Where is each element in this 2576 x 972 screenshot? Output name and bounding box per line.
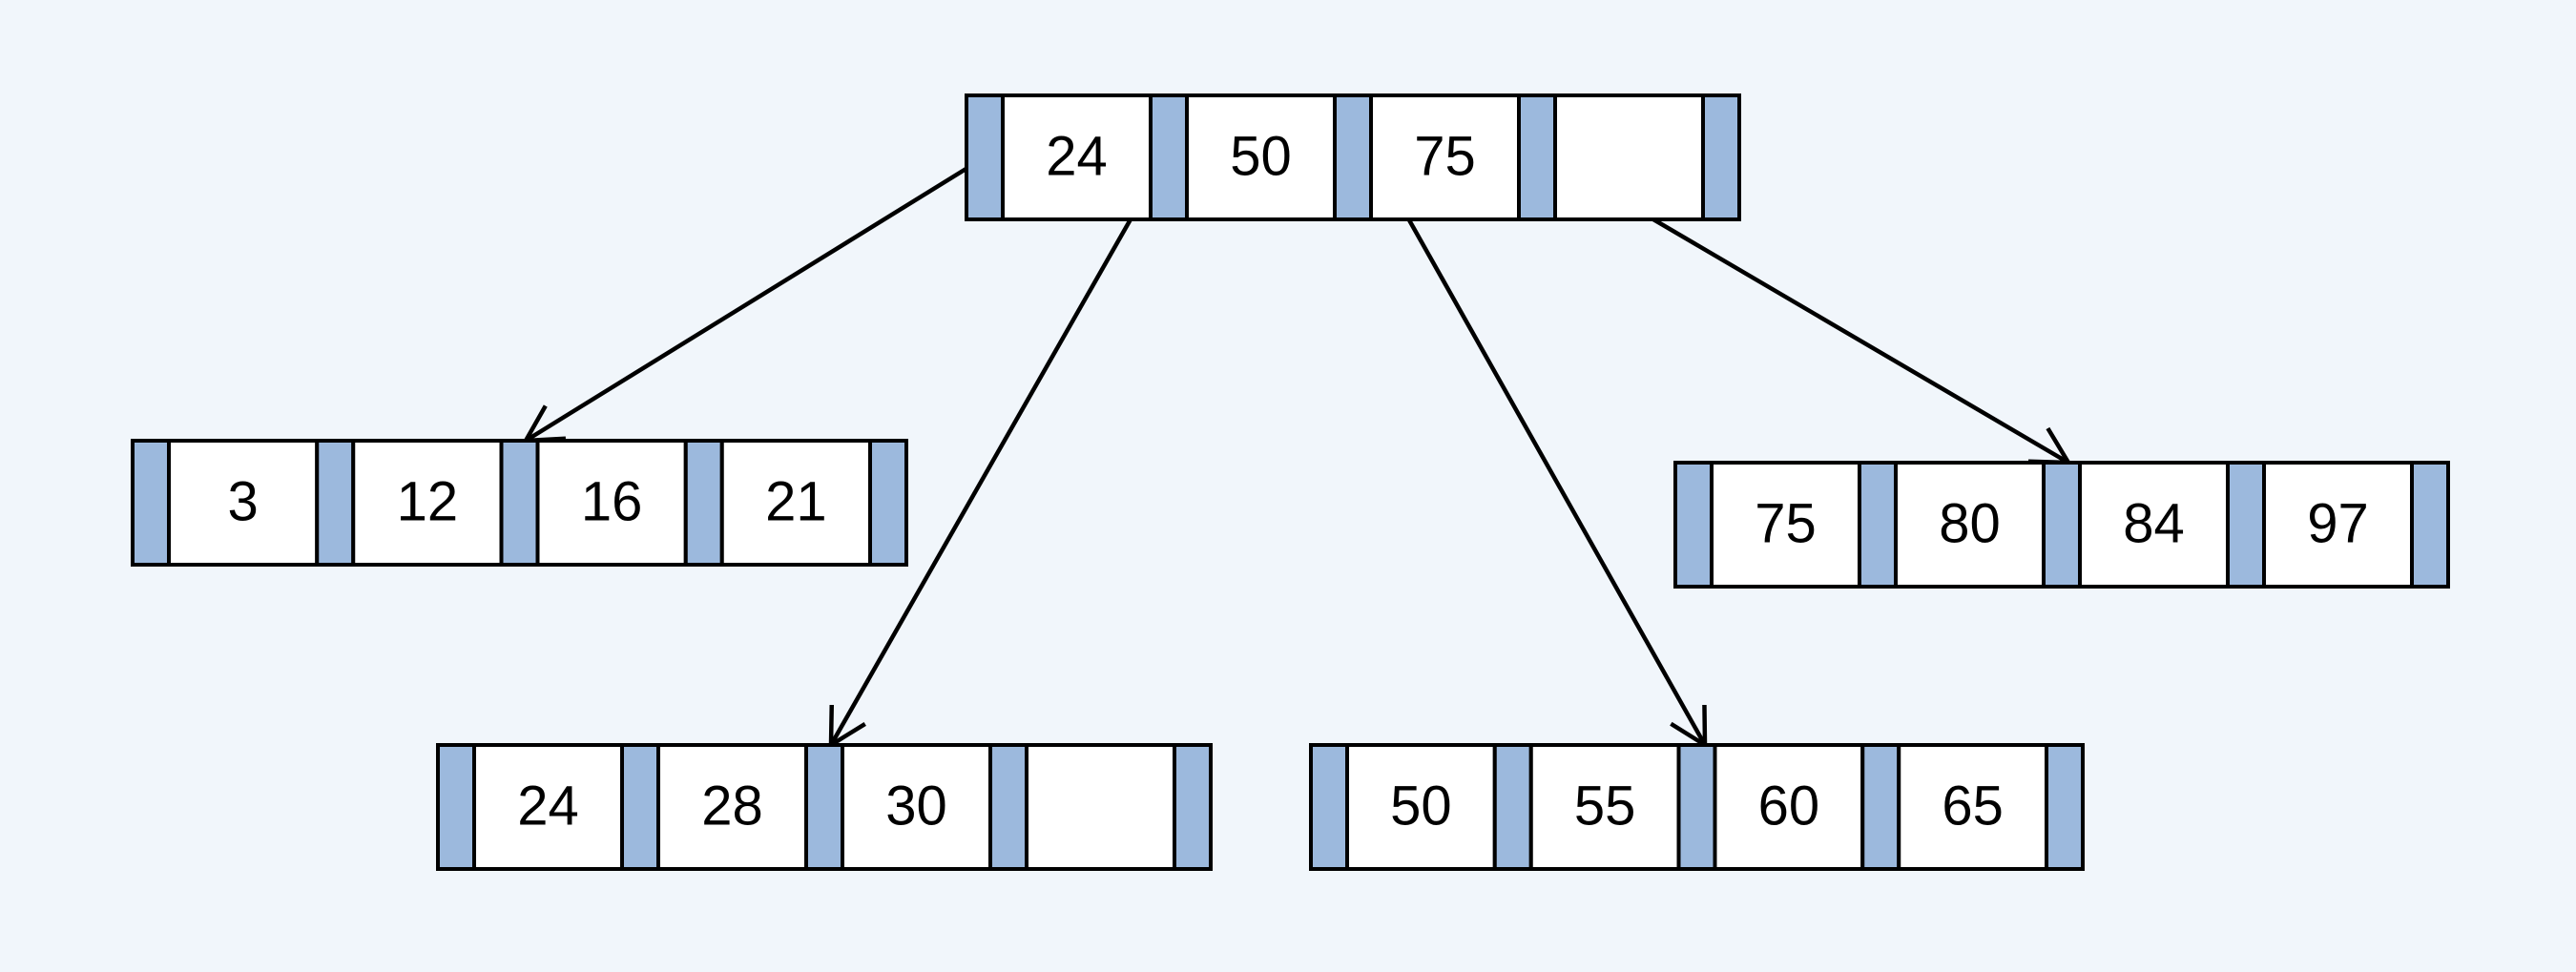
key-cell-1[interactable] [656,743,808,871]
btree-edge-edge-root-p2-leaf3 [1372,155,1708,750]
pointer-cell-4[interactable] [2045,743,2085,871]
pointer-cell-4[interactable] [868,439,908,567]
key-label: 3 [227,470,258,532]
pointer-cell-1[interactable] [1149,93,1189,221]
pointer-cell-3[interactable] [2226,461,2266,589]
pointer-cell-1[interactable] [620,743,660,871]
key-label: 97 [2307,492,2369,554]
key-cell-0[interactable] [1001,93,1153,221]
key-cell-3[interactable] [1025,743,1176,871]
edge-line [829,155,1168,747]
key-label: 75 [1414,125,1476,187]
key-label: 50 [1230,125,1292,187]
edge-line [1372,155,1707,747]
key-cell-3[interactable] [1897,743,2048,871]
key-label: 80 [1939,492,2001,554]
key-label: 28 [701,775,763,837]
nodes-layer: 24 50 75 3 12 16 21 24 28 30 50 55 60 65 75 80 84 97 [131,93,2450,871]
pointer-cell-4[interactable] [1173,743,1213,871]
key-label: 75 [1755,492,1817,554]
key-label: 50 [1390,775,1452,837]
key-cell-2[interactable] [535,439,688,567]
key-cell-1[interactable] [351,439,504,567]
pointer-cell-2[interactable] [1676,743,1717,871]
key-label: 24 [517,775,579,837]
key-cell-3[interactable] [719,439,872,567]
pointer-cell-0[interactable] [436,743,476,871]
btree-node-leaf-3[interactable]: 50 55 60 65 [1309,743,2085,871]
pointer-cell-2[interactable] [2042,461,2082,589]
key-cell-2[interactable] [841,743,992,871]
edge-line [524,155,987,443]
btree-node-leaf-2[interactable]: 24 28 30 [436,743,1213,871]
key-label: 30 [885,775,947,837]
pointer-cell-4[interactable] [1701,93,1741,221]
pointer-cell-3[interactable] [1517,93,1557,221]
pointer-cell-4[interactable] [2410,461,2450,589]
key-label: 16 [581,470,643,532]
pointer-cell-2[interactable] [1333,93,1373,221]
key-cell-0[interactable] [167,439,320,567]
key-label: 65 [1942,775,2004,837]
key-label: 55 [1574,775,1636,837]
pointer-cell-1[interactable] [1858,461,1898,589]
pointer-cell-2[interactable] [804,743,844,871]
btree-node-root[interactable]: 24 50 75 [965,93,1741,221]
key-cell-2[interactable] [2078,461,2230,589]
pointer-cell-0[interactable] [1673,461,1714,589]
btree-edge-edge-root-p0-leaf1 [522,155,987,444]
key-label: 12 [397,470,459,532]
key-label: 21 [765,470,827,532]
key-cell-1[interactable] [1528,743,1681,871]
pointer-cell-3[interactable] [988,743,1028,871]
btree-node-leaf-1[interactable]: 3 12 16 21 [131,439,908,567]
pointer-cell-1[interactable] [315,439,356,567]
key-cell-3[interactable] [2262,461,2414,589]
pointer-cell-3[interactable] [1860,743,1901,871]
key-cell-0[interactable] [1345,743,1497,871]
pointer-cell-1[interactable] [1492,743,1533,871]
pointer-cell-3[interactable] [683,439,724,567]
key-cell-0[interactable] [472,743,624,871]
key-cell-3[interactable] [1553,93,1705,221]
key-label: 60 [1758,775,1820,837]
btree-node-leaf-4[interactable]: 75 80 84 97 [1673,461,2450,589]
key-cell-2[interactable] [1713,743,1865,871]
key-label: 84 [2123,492,2185,554]
key-cell-0[interactable] [1710,461,1861,589]
pointer-cell-0[interactable] [131,439,171,567]
pointer-cell-0[interactable] [1309,743,1349,871]
pointer-cell-2[interactable] [499,439,540,567]
pointer-cell-0[interactable] [965,93,1005,221]
key-label: 24 [1046,125,1108,187]
